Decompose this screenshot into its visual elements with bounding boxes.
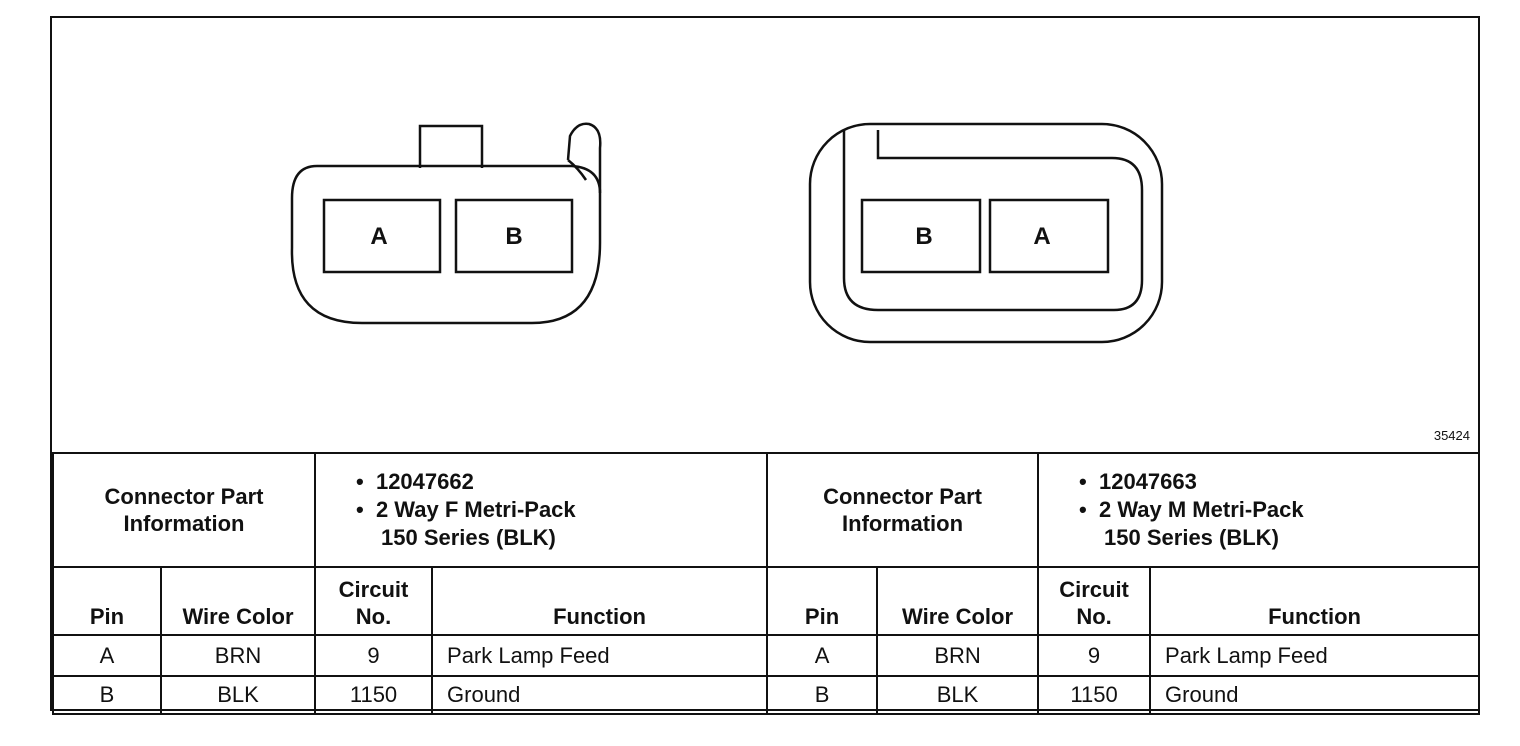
left-cavity-a bbox=[322, 198, 442, 274]
right-wire-color-cell: BRN bbox=[876, 634, 1040, 677]
right-circuit-header-line1: Circuit bbox=[1059, 577, 1129, 602]
column-header-row: Pin Wire Color Circuit No. Function Pin … bbox=[52, 566, 1481, 636]
right-desc-line2: 150 Series (BLK) bbox=[1104, 525, 1279, 550]
figure-reference-number: 35424 bbox=[1433, 428, 1470, 443]
right-connector-inner-shell bbox=[842, 130, 1144, 312]
left-wire-color-cell: BRN bbox=[159, 634, 317, 677]
left-cavity-b bbox=[454, 198, 574, 274]
right-wire-color-cell: BLK bbox=[876, 675, 1040, 715]
left-info-title-line1: Connector Part bbox=[104, 484, 264, 509]
left-pin-cell: B bbox=[52, 675, 162, 715]
right-info-title-line2: Information bbox=[842, 511, 964, 536]
left-circuit-cell: 1150 bbox=[314, 675, 434, 715]
left-desc-line1: 2 Way F Metri-Pack bbox=[375, 497, 576, 522]
right-desc-line1: 2 Way M Metri-Pack bbox=[1098, 497, 1304, 522]
left-wire-color-header: Wire Color bbox=[159, 566, 317, 636]
right-function-cell: Park Lamp Feed bbox=[1149, 634, 1481, 677]
left-function-header: Function bbox=[431, 566, 769, 636]
table-row: A BRN 9 Park Lamp Feed A BRN 9 Park Lamp… bbox=[52, 634, 1481, 677]
left-function-cell: Park Lamp Feed bbox=[431, 634, 769, 677]
left-circuit-header: Circuit No. bbox=[314, 566, 434, 636]
right-circuit-cell: 1150 bbox=[1037, 675, 1152, 715]
left-wire-color-cell: BLK bbox=[159, 675, 317, 715]
right-pin-cell: B bbox=[766, 675, 879, 715]
left-connector-lock-tab bbox=[566, 122, 602, 193]
right-pin-label-a: A bbox=[1033, 223, 1050, 250]
right-wire-color-header: Wire Color bbox=[876, 566, 1040, 636]
left-connector-latch bbox=[418, 124, 484, 168]
connector-drawing: A B B A bbox=[290, 122, 1164, 344]
left-desc-line2: 150 Series (BLK) bbox=[381, 525, 556, 550]
left-info-title-cell: Connector Part Information bbox=[51, 452, 317, 568]
right-circuit-header-line2: No. bbox=[1076, 604, 1112, 629]
right-info-title-line1: Connector Part bbox=[823, 484, 982, 509]
left-pin-cell: A bbox=[52, 634, 162, 677]
left-pin-header: Pin bbox=[52, 566, 162, 636]
connector-diagram: A B B A 35424 bbox=[52, 18, 1478, 452]
right-connector bbox=[808, 122, 1164, 344]
left-connector-body bbox=[290, 164, 602, 325]
right-cavity-b bbox=[860, 198, 982, 274]
left-part-details: • 12047662 • 2 Way F Metri-Pack 150 Seri… bbox=[314, 452, 769, 568]
left-circuit-cell: 9 bbox=[314, 634, 434, 677]
right-cavity-a bbox=[988, 198, 1110, 274]
connector-pinout-table: Connector Part Information • 12047662 • … bbox=[51, 452, 1481, 715]
table-row: B BLK 1150 Ground B BLK 1150 Ground bbox=[52, 675, 1481, 715]
right-pin-cell: A bbox=[766, 634, 879, 677]
right-circuit-cell: 9 bbox=[1037, 634, 1152, 677]
right-pin-label-b: B bbox=[915, 223, 932, 250]
left-info-title-line2: Information bbox=[123, 511, 245, 536]
right-part-number-line: • 12047663 bbox=[1079, 469, 1197, 494]
right-pin-header: Pin bbox=[766, 566, 879, 636]
left-circuit-header-line1: Circuit bbox=[338, 577, 409, 602]
right-function-cell: Ground bbox=[1149, 675, 1481, 715]
right-circuit-header: Circuit No. bbox=[1037, 566, 1152, 636]
left-pin-label-b: B bbox=[505, 223, 522, 250]
right-desc-line: • 2 Way M Metri-Pack bbox=[1079, 497, 1304, 522]
right-part-number: 12047663 bbox=[1098, 469, 1197, 494]
right-part-details: • 12047663 • 2 Way M Metri-Pack 150 Seri… bbox=[1037, 452, 1481, 568]
right-function-header: Function bbox=[1149, 566, 1481, 636]
right-info-title-cell: Connector Part Information bbox=[766, 452, 1040, 568]
left-pin-label-a: A bbox=[370, 223, 387, 250]
connector-sheet: A B B A 35424 Connecto bbox=[50, 16, 1481, 715]
left-circuit-header-line2: No. bbox=[355, 604, 392, 629]
left-function-cell: Ground bbox=[431, 675, 769, 715]
left-desc-line: • 2 Way F Metri-Pack bbox=[356, 497, 576, 522]
left-part-number: 12047662 bbox=[375, 469, 474, 494]
right-connector-outer-shell bbox=[808, 122, 1164, 344]
left-connector bbox=[290, 122, 602, 325]
left-part-number-line: • 12047662 bbox=[356, 469, 474, 494]
part-info-row: Connector Part Information • 12047662 • … bbox=[51, 452, 1481, 568]
